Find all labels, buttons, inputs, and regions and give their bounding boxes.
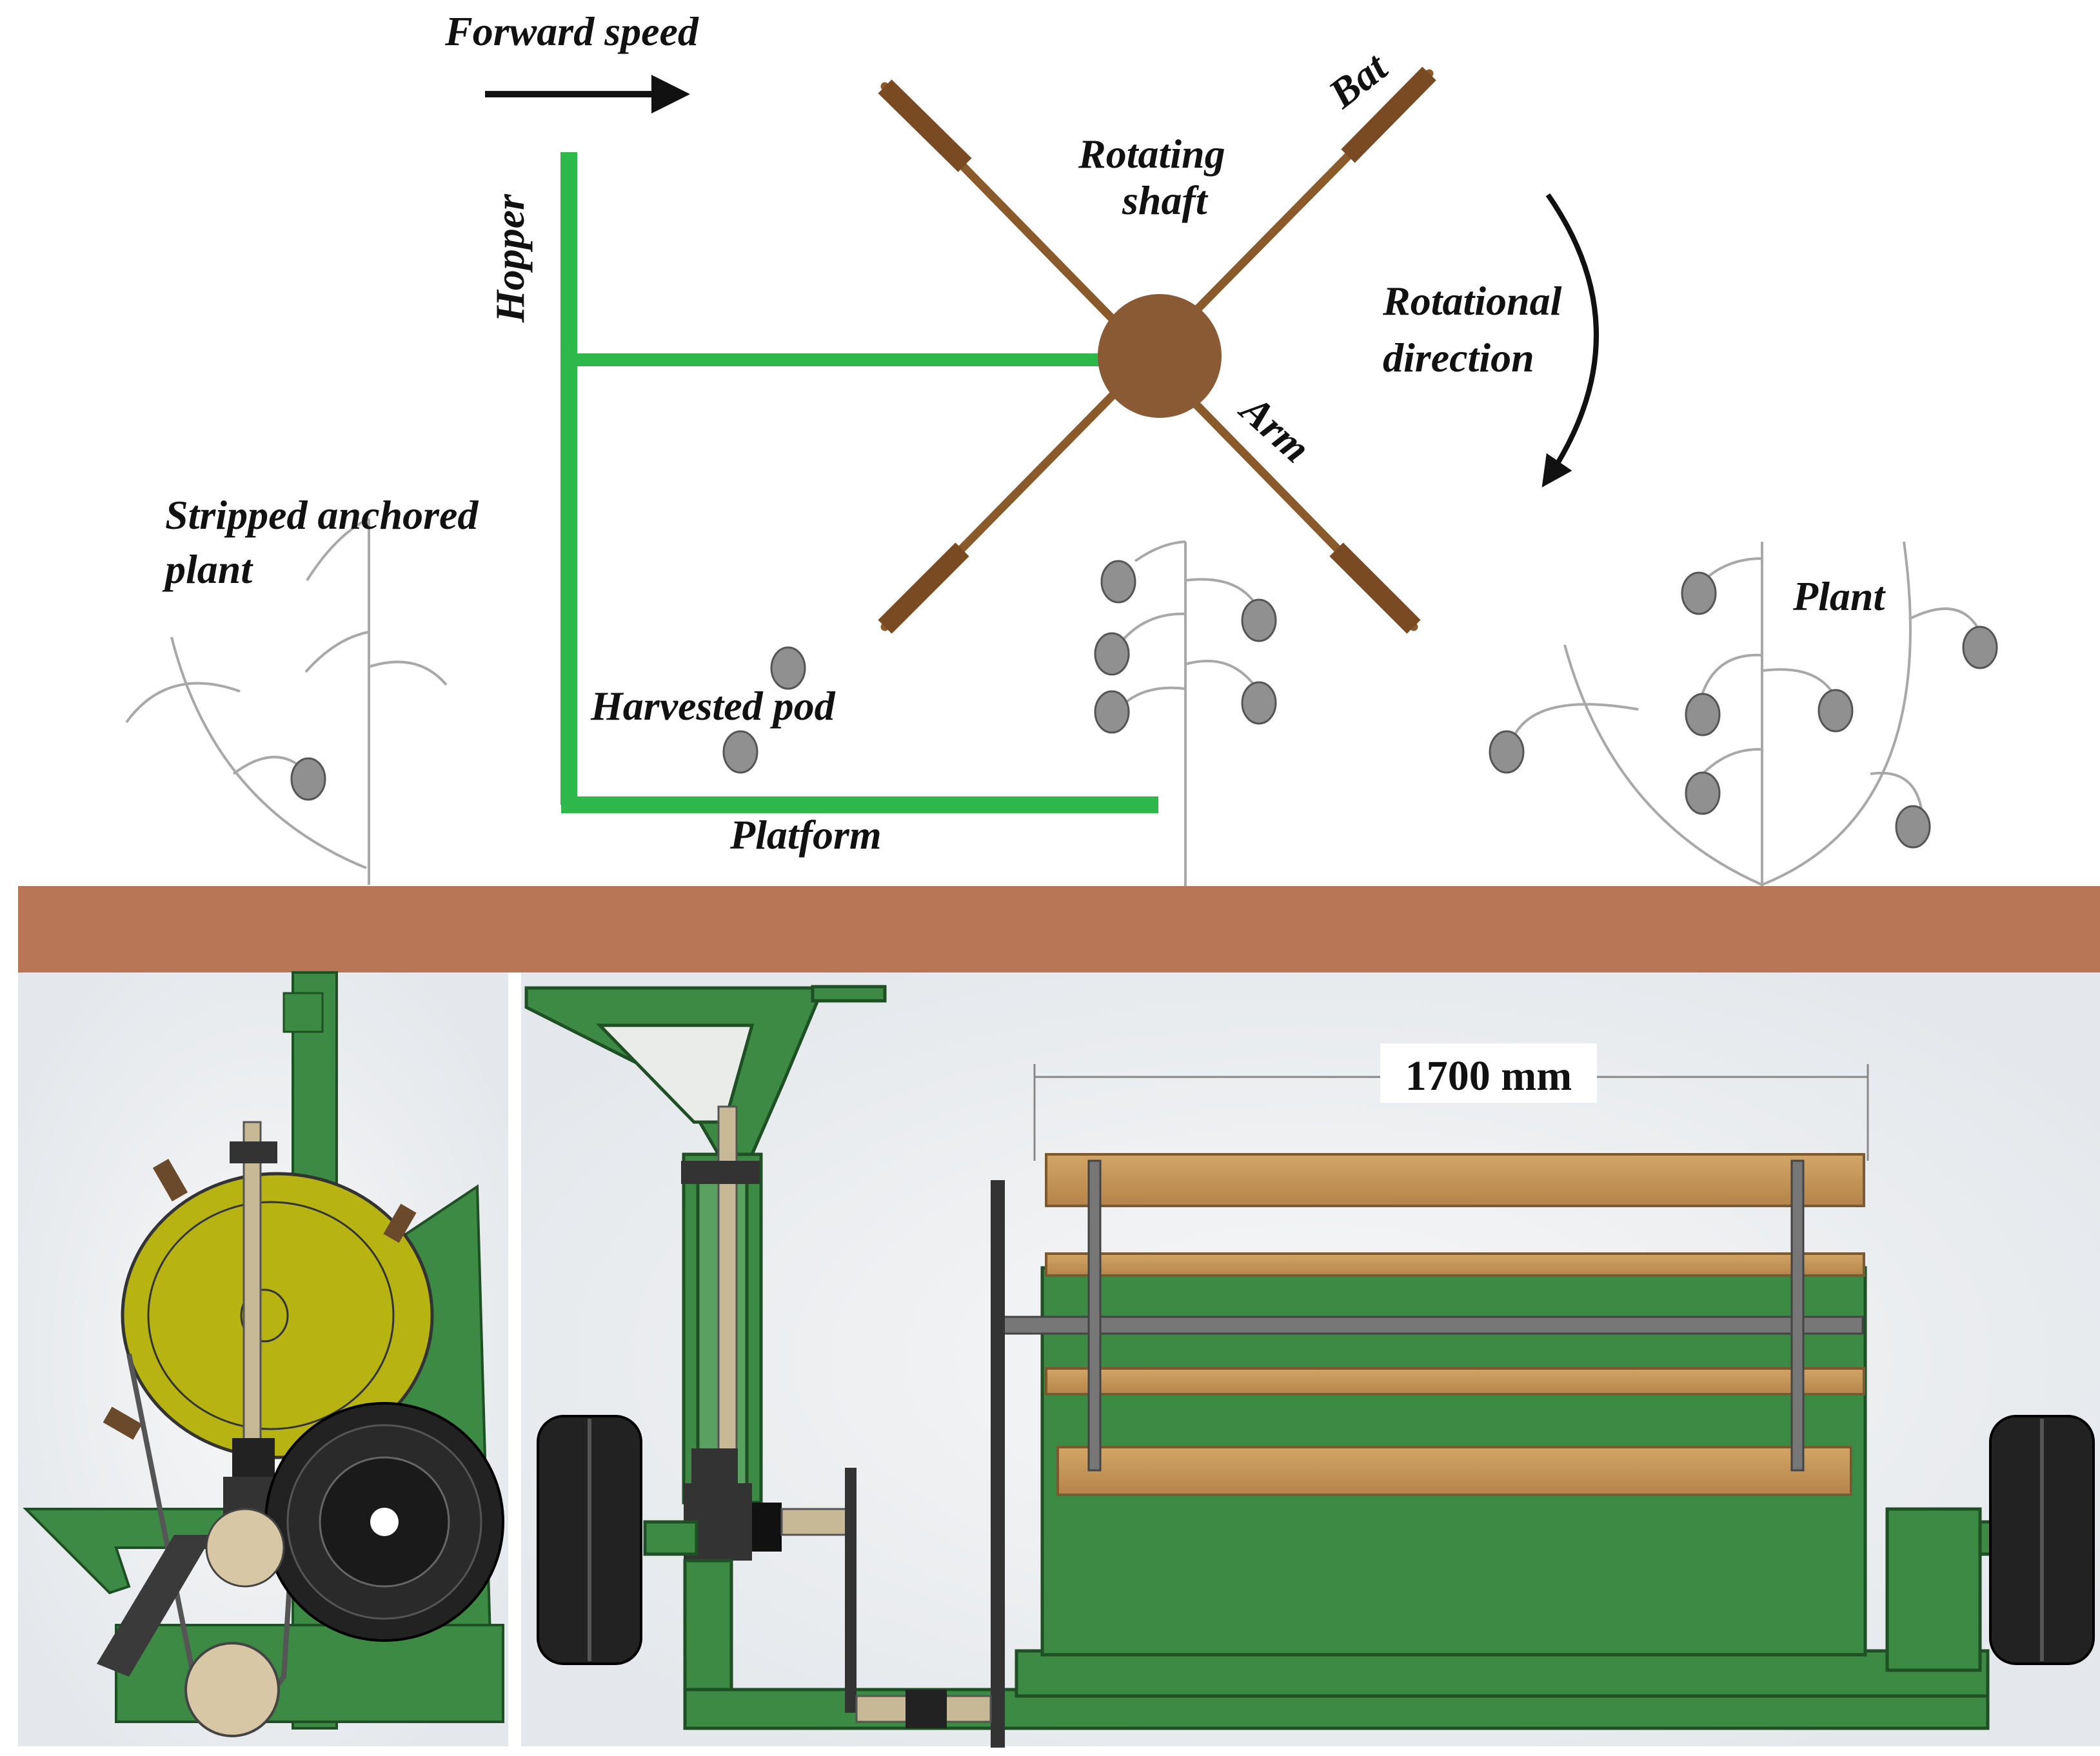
hopper-label: Hopper — [487, 193, 533, 323]
side-drive-shaft — [243, 1121, 262, 1446]
rotating-shaft-label-1: Rotating — [1078, 131, 1225, 177]
side-wheel — [264, 1402, 504, 1642]
reel-sprocket — [991, 1180, 1005, 1748]
harvested-pod-2 — [722, 730, 758, 774]
reel-drum — [121, 1172, 434, 1459]
middle-plant — [1114, 540, 1259, 887]
right-plant — [1509, 541, 1981, 887]
front-wheel-left — [537, 1415, 642, 1665]
stripped-plant-label-2: plant — [162, 546, 253, 592]
schematic-diagram: Forward speed Hopper Platform Rotating s… — [18, 8, 2100, 972]
harvested-pod-label: Harvested pod — [590, 683, 836, 729]
side-view-render — [18, 971, 508, 1746]
platform-label: Platform — [729, 812, 882, 858]
bottom-pulley — [184, 1642, 280, 1737]
right-plant-pods — [1489, 571, 1998, 849]
forward-speed-label: Forward speed — [444, 8, 699, 54]
dimension-label-box — [1380, 1043, 1597, 1103]
rotating-shaft-hub — [1098, 294, 1222, 418]
front-view-render: 1700 mm — [521, 972, 2100, 1748]
remaining-pod — [290, 757, 326, 801]
rotational-direction-arrow — [1541, 193, 1599, 488]
hopper-frame — [560, 152, 1158, 813]
stripped-plant-label-1: Stripped anchored — [165, 492, 479, 538]
plant-label: Plant — [1792, 573, 1886, 619]
front-reel-bats — [1045, 1153, 1865, 1496]
rotating-shaft-label-2: shaft — [1122, 177, 1209, 223]
middle-plant-pods — [1094, 560, 1277, 734]
soil-band — [18, 886, 2100, 972]
reel-bats — [878, 66, 1436, 634]
front-wheel-right — [1989, 1415, 2095, 1665]
rotational-direction-label-1: Rotational — [1382, 278, 1562, 324]
harvested-pod-1 — [770, 646, 806, 690]
chassis — [643, 1507, 2036, 1730]
rotational-direction-label-2: direction — [1383, 335, 1534, 380]
width-dimension-label: 1700 mm — [1405, 1052, 1572, 1100]
